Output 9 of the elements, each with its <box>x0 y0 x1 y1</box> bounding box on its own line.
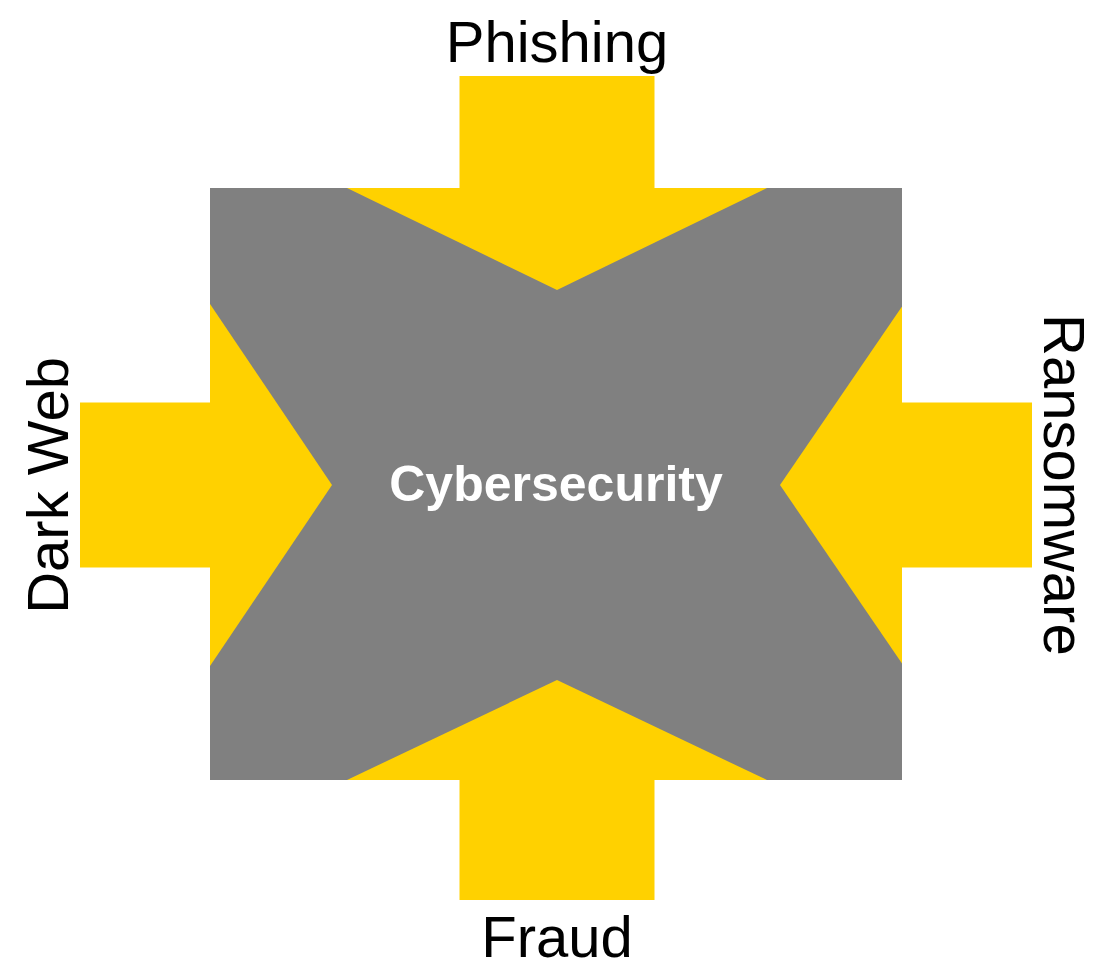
block-arrow <box>780 306 1032 664</box>
threat-label: Phishing <box>445 7 669 75</box>
block-arrow <box>347 76 767 290</box>
threat-label: Dark Web <box>14 356 81 614</box>
threat-label: Fraud <box>481 902 633 970</box>
topic-label: Cybersecurity <box>389 455 723 513</box>
block-arrow <box>347 680 767 900</box>
threat-label: Ransomware <box>1031 314 1098 656</box>
block-arrow <box>80 304 332 666</box>
